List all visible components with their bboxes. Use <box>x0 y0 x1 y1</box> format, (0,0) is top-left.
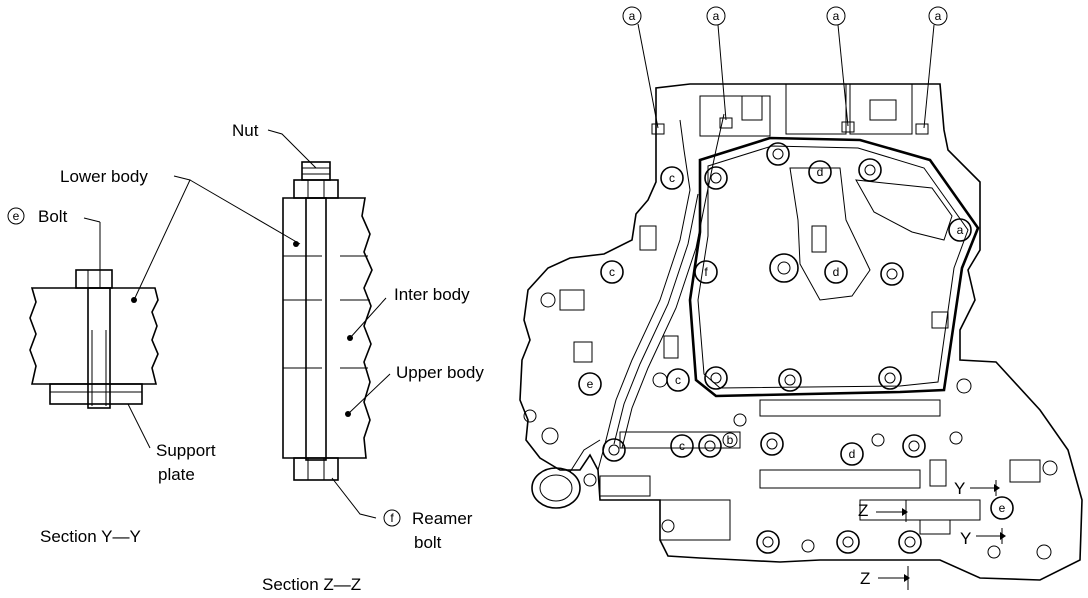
section-mark-z-upper: Z <box>858 501 868 520</box>
label-nut: Nut <box>232 121 259 140</box>
callout-e-circle <box>7 207 25 225</box>
label-section-zz: Section Z—Z <box>262 575 361 594</box>
label-bolt-letter: e <box>13 209 20 223</box>
bolt-e-group: e e <box>578 372 1014 520</box>
bolt-a-group: a <box>948 218 972 242</box>
label-lower-body: Lower body <box>60 167 148 186</box>
reamer-bolt-head <box>293 457 339 481</box>
reamer-bolt-shank <box>305 197 327 461</box>
callout-f-circle <box>383 509 401 527</box>
svg-text:d: d <box>833 265 840 279</box>
svg-text:e: e <box>999 501 1006 515</box>
valve-body-outline <box>519 83 1083 581</box>
label-bolt: Bolt <box>38 207 68 226</box>
bolt-a-label: a <box>957 223 964 237</box>
nut <box>293 179 339 199</box>
label-inter-body: Inter body <box>394 285 470 304</box>
plan-view-bolts: c c c c f d d d a e e <box>578 142 1014 554</box>
bolt-d-label: d <box>817 165 824 179</box>
bolt-f-group: f <box>694 260 718 284</box>
top-a-callouts: a a a a <box>622 6 948 135</box>
svg-text:d: d <box>849 447 856 461</box>
label-reamer-2: bolt <box>414 533 442 552</box>
bolt-e-shank <box>87 287 111 409</box>
stacked-valve-bodies <box>282 197 373 459</box>
bolt-b-group: b <box>722 432 738 448</box>
section-zz-drawing <box>282 161 373 481</box>
section-zz-leaders <box>267 129 391 519</box>
section-mark-z-lower: Z <box>860 569 870 588</box>
label-support-plate-1: Support <box>156 441 216 460</box>
support-plate <box>49 383 143 405</box>
label-upper-body: Upper body <box>396 363 484 382</box>
callout-a-3: a <box>833 9 840 23</box>
callout-a-2: a <box>713 9 720 23</box>
valve-body-plan-view <box>519 83 1083 581</box>
section-markers: Y Y Z Z <box>858 479 1006 590</box>
bolt-e-label: e <box>587 377 594 391</box>
svg-text:c: c <box>609 265 615 279</box>
callout-a-1: a <box>629 9 636 23</box>
label-reamer-1: Reamer <box>412 509 473 528</box>
bolt-plain <box>602 142 926 554</box>
svg-text:c: c <box>679 439 685 453</box>
bolt-c-label: c <box>669 171 675 185</box>
bolt-d-group: d d d <box>808 160 864 466</box>
label-section-yy: Section Y—Y <box>40 527 141 546</box>
bolt-c-group: c c c c <box>600 166 694 458</box>
separator-plate <box>688 136 980 398</box>
section-yy-leaders <box>83 175 301 449</box>
svg-text:c: c <box>675 373 681 387</box>
bolt-f-label: f <box>704 265 708 279</box>
label-reamer-letter: f <box>390 511 394 525</box>
left-labels: Nut Lower body e Bolt Inter body Upper b… <box>7 121 484 594</box>
section-mark-y-lower: Y <box>960 529 971 548</box>
lower-body-block <box>29 287 159 385</box>
section-mark-y-upper: Y <box>954 479 965 498</box>
bolt-b-label: b <box>727 433 734 447</box>
label-support-plate-2: plate <box>158 465 195 484</box>
bolt-e-head <box>75 269 113 289</box>
callout-a-4: a <box>935 9 942 23</box>
